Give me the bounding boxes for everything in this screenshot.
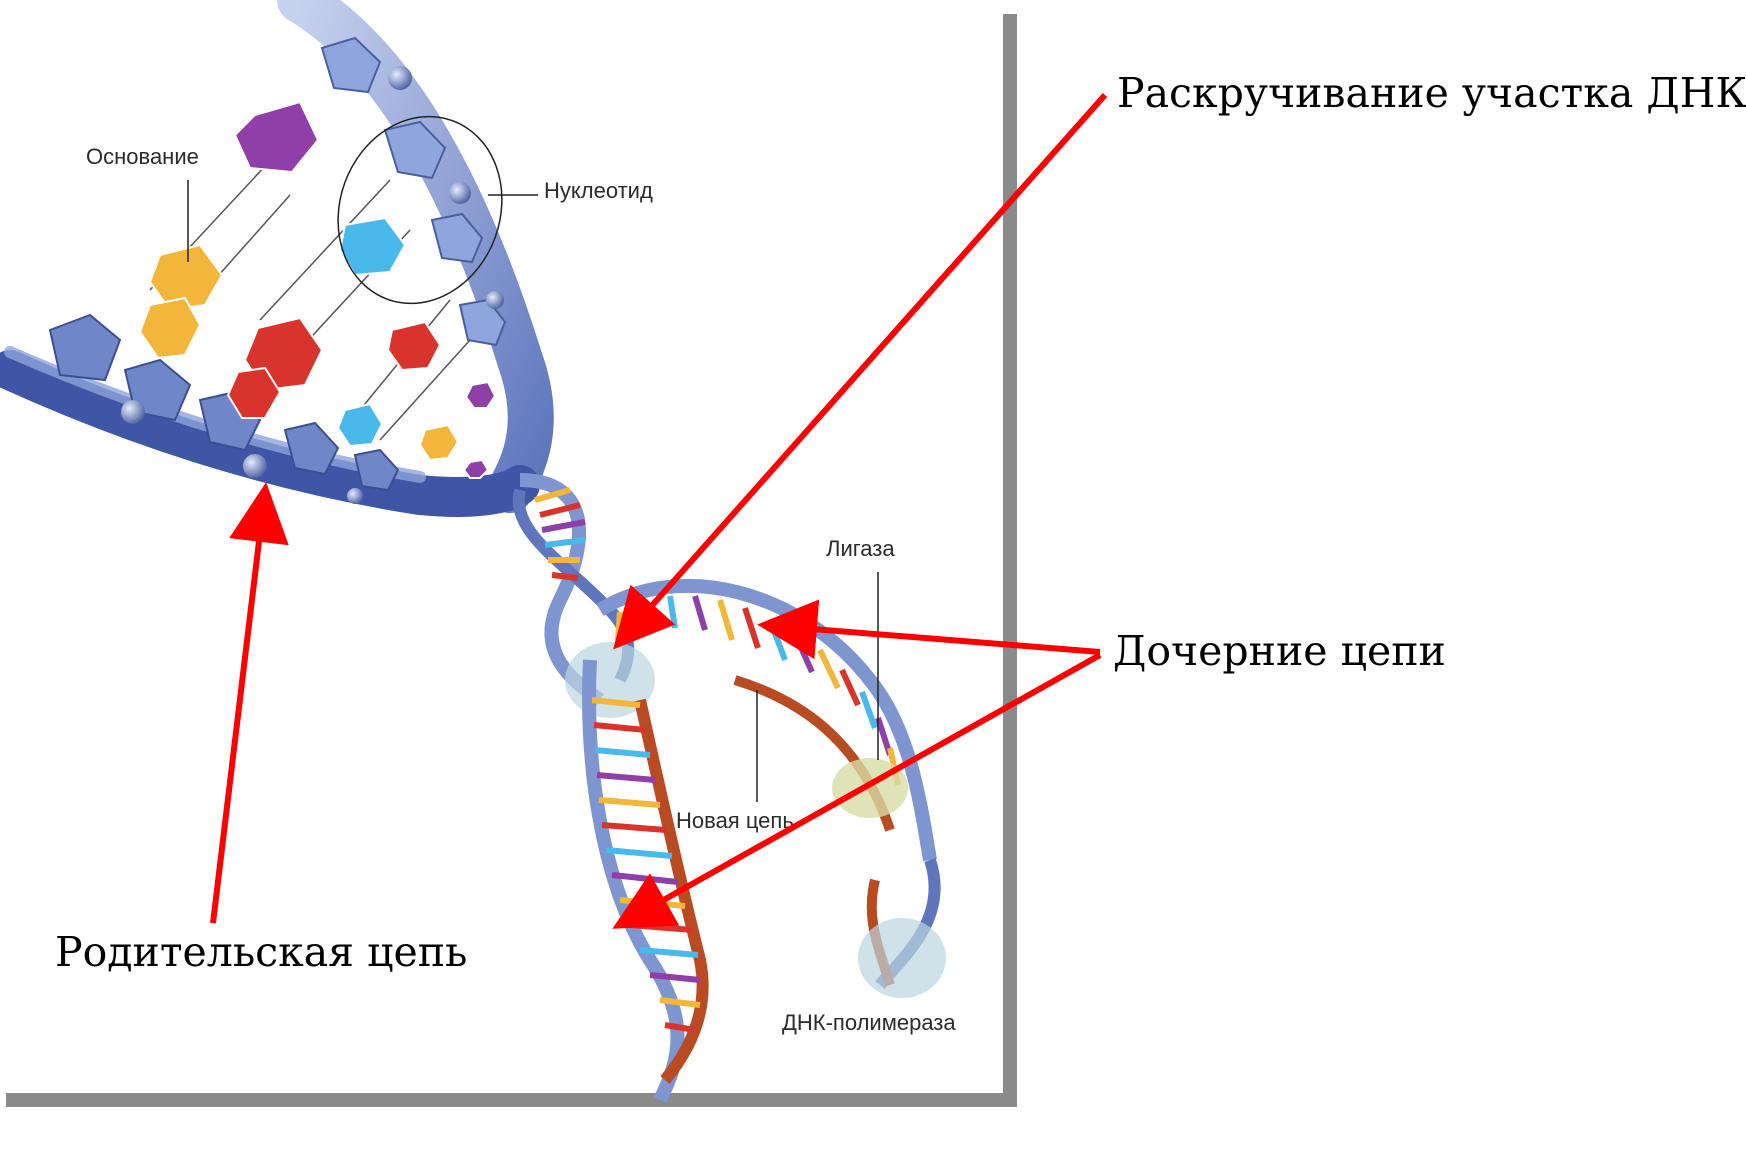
arrow-parent-strand (213, 500, 264, 923)
arrow-daughter-lower (628, 655, 1100, 920)
callout-daughter-strands: Дочерние цепи (1113, 631, 1446, 672)
callout-parent-strand: Родительская цепь (55, 932, 467, 973)
arrow-daughter-upper (775, 626, 1100, 652)
arrow-unwinding (625, 95, 1105, 636)
callout-unwinding: Раскручивание участка ДНК (1117, 73, 1746, 114)
